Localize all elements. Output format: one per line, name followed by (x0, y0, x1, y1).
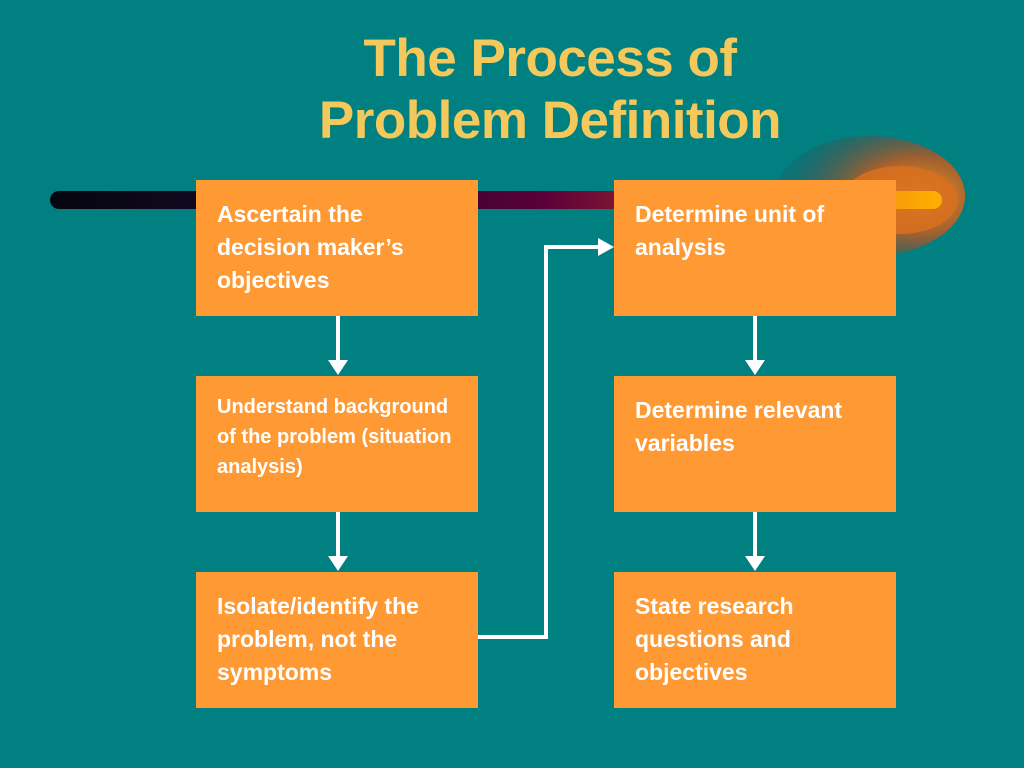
page-title: The Process of Problem Definition (190, 28, 910, 152)
title-line-1: The Process of (363, 29, 737, 88)
step-box-research-questions: State research questions and objectives (614, 572, 896, 708)
step-label: State research questions and objectives (635, 593, 794, 685)
step-box-understand-background: Understand background of the problem (si… (196, 376, 478, 512)
step-box-ascertain-objectives: Ascertain the decision maker’s objective… (196, 180, 478, 316)
step-label: Understand background of the problem (si… (217, 396, 452, 478)
elbow-connector-step3-to-step4 (478, 245, 606, 639)
title-line-2: Problem Definition (318, 91, 782, 150)
step-label: Isolate/identify the problem, not the sy… (217, 593, 419, 685)
arrowhead-step3 (328, 556, 348, 571)
arrowhead-step6 (745, 556, 765, 571)
step-box-relevant-variables: Determine relevant variables (614, 376, 896, 512)
step-label: Ascertain the decision maker’s objective… (217, 201, 404, 293)
step-box-isolate-problem: Isolate/identify the problem, not the sy… (196, 572, 478, 708)
arrowhead-step2 (328, 360, 348, 375)
step-box-unit-of-analysis: Determine unit of analysis (614, 180, 896, 316)
step-label: Determine relevant variables (635, 397, 843, 456)
step-label: Determine unit of analysis (635, 201, 825, 260)
arrowhead-step4 (598, 238, 614, 256)
arrowhead-step5 (745, 360, 765, 375)
